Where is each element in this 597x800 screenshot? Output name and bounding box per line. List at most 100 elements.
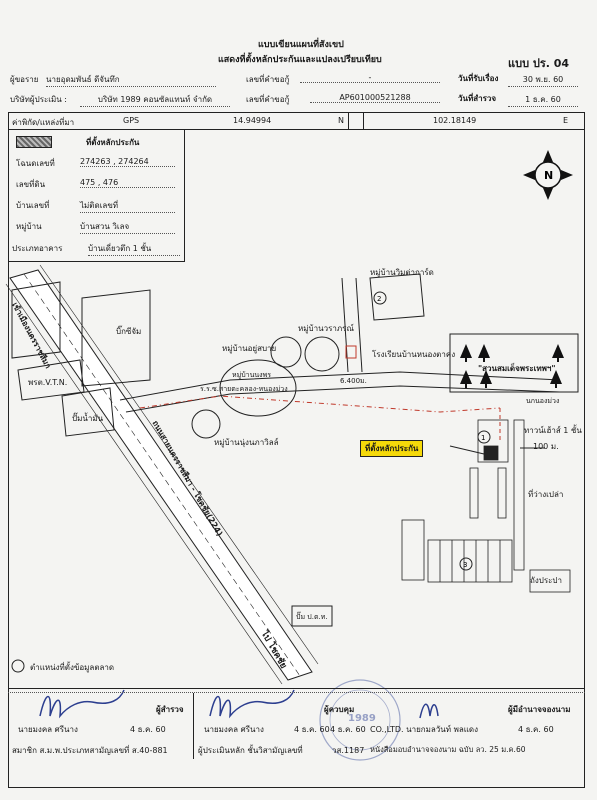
pump-plot: [61, 387, 115, 437]
building-label: ประเภทอาคาร: [12, 244, 63, 253]
s1-role: ผู้สำรวจ: [156, 705, 184, 714]
school-icon: [345, 345, 357, 359]
title-line-1: แบบเขียนแผนที่สังเขป: [258, 40, 344, 50]
signature-1: [39, 689, 125, 719]
label-100m: 100 ม.: [533, 442, 559, 451]
subdivision-blocks: [401, 419, 571, 593]
village-nungnapa: [191, 409, 221, 439]
survey-label: วันที่สำรวจ: [458, 94, 497, 103]
label-royal-garden: "สวนสมเด็จพระเทพฯ": [478, 364, 556, 373]
s2-date: 4 ธ.ค. 60: [294, 725, 330, 734]
village-nongporn: [304, 336, 340, 372]
loan-no-label: เลขที่คำขอกู้: [246, 95, 290, 104]
s4-role: ผู้มีอำนาจจองนาม: [508, 705, 571, 714]
plot: [11, 281, 61, 359]
title-line-2: แสดงที่ตั้งหลักประกันและแปลงเปรียบเทียบ: [218, 55, 382, 65]
label-big-c: บิ๊กซีจัม: [116, 327, 142, 336]
s1-license: สมาชิก ส.ม.พ.ประเภทสามัญเลขที่ ส.40-881: [12, 746, 168, 755]
form-number: แบบ ปร. 04: [508, 57, 570, 70]
coord-lat-dir: N: [338, 116, 344, 125]
coord-lon: 102.18149: [433, 116, 477, 125]
pointer-line: [449, 445, 485, 455]
house-value: ไม่ติดเลขที่: [80, 199, 175, 213]
coord-source: GPS: [123, 116, 140, 125]
stamp-text: 1989: [348, 713, 376, 724]
coord-lat: 14.94994: [233, 116, 272, 125]
road-north: [355, 277, 363, 373]
legend-panel: ที่ตั้งหลักประกัน โฉนดเลขที่ 274263 , 27…: [8, 130, 185, 262]
ptt-plot: [291, 605, 333, 627]
received-label: วันที่รับเรื่อง: [458, 74, 499, 83]
village-label: หมู่บ้าน: [16, 222, 42, 231]
label-water-tank: ถังประปา: [530, 576, 562, 585]
deed-label: โฉนดเลขที่: [16, 159, 55, 168]
signature-3: [419, 703, 439, 719]
label-village-nongtatong: หมู่บ้านนงพร: [232, 371, 271, 379]
label-road: ร.ร.ซ.สายตะคลอง-หนองม่วง: [200, 385, 288, 393]
road-takhlong-nongmuang: [119, 371, 561, 413]
s3-company: CO.,LTD. นายกมลวันท์ พลแดง: [370, 725, 479, 734]
label-village-yoosabai: หมู่บ้านอยู่สบาย: [222, 344, 277, 353]
village-yoosabai: [270, 336, 302, 368]
s4-date: 4 ธ.ค. 60: [518, 725, 554, 734]
appraiser-value: บริษัท 1989 คอนซัลแทนท์ จำกัด: [80, 93, 230, 107]
marker-3: 3: [463, 561, 467, 569]
s3-date: 4 ธ.ค. 60: [330, 725, 366, 734]
label-village-nungnapa: หมู่บ้านนุ่งนภาวิลล์: [214, 438, 279, 447]
s1-date: 4 ธ.ค. 60: [130, 725, 166, 734]
highway-224: [5, 264, 319, 685]
divider: [363, 112, 364, 130]
hatch-swatch-icon: [16, 136, 52, 148]
coordinate-row: ค่าพิกัด/แหล่งที่มา GPS 14.94994 N 102.1…: [8, 112, 585, 130]
marker-2: 2: [377, 295, 381, 303]
village-wimta-plot: [369, 273, 425, 321]
appraiser-label: บริษัทผู้ประเมิน :: [10, 95, 67, 104]
tree-icon: [460, 344, 564, 388]
divider: [348, 112, 349, 130]
land-value: 475 , 476: [80, 178, 175, 188]
big-c-plot: [81, 289, 151, 387]
svg-text:N: N: [544, 169, 553, 182]
label-village-waraporn: หมู่บ้านวราภรณ์: [298, 324, 354, 333]
s1-name: นายมงคล ศรีนาง: [18, 725, 78, 734]
collateral-tag: ที่ตั้งหลักประกัน: [360, 440, 424, 457]
s3-letter: หนังสือมอบอำนาจจองนาม ฉบับ ลว. 25 ม.ค.60: [370, 745, 526, 754]
received-value: 30 พ.ย. 60: [508, 73, 578, 87]
job-no-label: เลขที่คำขอกู้: [246, 75, 290, 84]
royal-garden-plot: [449, 333, 579, 393]
village-value: บ้านสวน วิเลจ: [80, 220, 175, 234]
label-townhouse: ทาวน์เฮ้าส์ 1 ชั้น: [524, 426, 582, 435]
land-label: เลขที่ดิน: [16, 180, 46, 189]
s3-role: ผู้ควบคุม: [324, 705, 355, 714]
label-village-wimta: หมู่บ้านวิมต่าการ์ด: [370, 268, 434, 277]
company-stamp: [319, 679, 401, 761]
road-north: [341, 277, 349, 373]
job-no-value: -: [300, 73, 440, 83]
label-market-location: ตำแหน่งที่ตั้งข้อมูลตลาด: [30, 663, 115, 672]
house-label: บ้านเลขที่: [16, 201, 50, 210]
map-frame: [8, 112, 585, 788]
label-nok: นกนองม่วง: [526, 397, 560, 405]
coord-lon-dir: E: [563, 116, 569, 125]
north-arrow-icon: N: [523, 150, 573, 200]
village-nongtatong: [219, 359, 297, 417]
marker-1: 1: [481, 434, 485, 442]
survey-value: 1 ธ.ค. 60: [508, 93, 578, 107]
label-ptt: ปั๊ม ป.ต.ท.: [296, 613, 328, 621]
coord-label: ค่าพิกัด/แหล่งที่มา: [12, 118, 75, 127]
s2-license: ผู้ประเมินหลัก ชั้นวิสามัญเลขที่: [198, 746, 303, 755]
signature-block: ผู้สำรวจ นายมงคล ศรีนาง 4 ธ.ค. 60 สมาชิก…: [8, 688, 585, 788]
signature-2: [209, 689, 295, 719]
client-value: นายอุดมพันธ์ ดีจันทึก: [46, 73, 216, 87]
route-path: [139, 395, 501, 413]
deed-value: 274263 , 274264: [80, 157, 175, 167]
label-empty-lot: ที่ว่างเปล่า: [528, 490, 564, 499]
legend-collateral: ที่ตั้งหลักประกัน: [86, 138, 140, 147]
label-vtn: พรต.V.T.N.: [28, 378, 68, 387]
building-value: บ้านเดี่ยวตึก 1 ชั้น: [88, 242, 180, 256]
loan-no-value: AP601000521288: [310, 93, 440, 103]
market-location-circle-icon: [11, 659, 25, 673]
client-label: ผู้ขอราย: [10, 75, 39, 84]
label-school: โรงเรียนบ้านหนองตาคง: [372, 350, 456, 359]
